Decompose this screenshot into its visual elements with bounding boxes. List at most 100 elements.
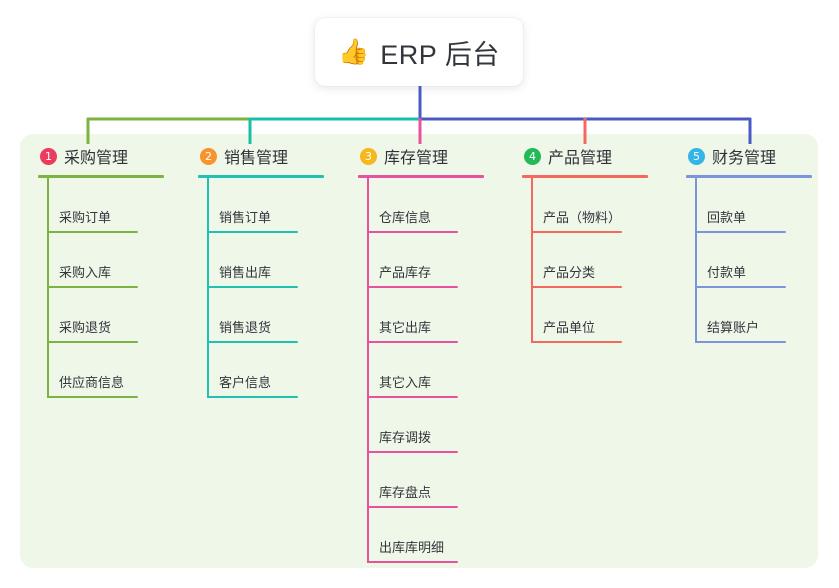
branch-item-label: 产品分类 <box>543 265 596 280</box>
branch-item-underline <box>47 231 138 233</box>
branch-item-underline <box>47 286 138 288</box>
branch-spine <box>367 178 369 563</box>
branch-item-underline <box>531 231 622 233</box>
branch-number-badge: 3 <box>360 147 377 165</box>
branch-item[interactable]: 仓库信息 <box>358 178 518 233</box>
branch-item-underline <box>367 286 458 288</box>
branch-item[interactable]: 付款单 <box>686 233 839 288</box>
branch-item-underline <box>207 231 298 233</box>
branch-item-label: 回款单 <box>707 210 747 225</box>
branch-item-underline <box>367 396 458 398</box>
branch-column: 2 销售管理销售订单销售出库销售退货客户信息 <box>198 134 358 398</box>
branch-column: 3 库存管理仓库信息产品库存其它出库其它入库库存调拨库存盘点出库库明细 <box>358 134 518 563</box>
branch-underline <box>358 175 484 178</box>
branch-underline <box>522 175 648 178</box>
branch-column: 4 产品管理产品（物料） 产品分类产品单位 <box>522 134 682 343</box>
branch-header-5[interactable]: 5 财务管理 <box>686 134 839 178</box>
branch-column: 1 采购管理采购订单采购入库采购退货供应商信息 <box>38 134 198 398</box>
branch-item-underline <box>695 231 786 233</box>
branch-item-underline <box>47 396 138 398</box>
branch-item[interactable]: 库存盘点 <box>358 453 518 508</box>
branch-item[interactable]: 销售退货 <box>198 288 358 343</box>
branch-item[interactable]: 采购退货 <box>38 288 198 343</box>
branch-item-label: 其它出库 <box>379 320 432 335</box>
root-node-content: 👍 ERP 后台 <box>338 33 500 72</box>
branch-item-underline <box>695 286 786 288</box>
branch-item-list: 采购订单采购入库采购退货供应商信息 <box>38 178 198 398</box>
branch-item[interactable]: 出库库明细 <box>358 508 518 563</box>
branch-item-label: 库存盘点 <box>379 485 432 500</box>
branch-title: 库存管理 <box>384 150 449 167</box>
branch-item-underline <box>47 341 138 343</box>
branch-item-label: 客户信息 <box>219 375 272 390</box>
branch-item-label: 产品库存 <box>379 265 432 280</box>
branch-item-list: 销售订单销售出库销售退货客户信息 <box>198 178 358 398</box>
branch-item[interactable]: 库存调拨 <box>358 398 518 453</box>
branch-number-badge: 2 <box>200 147 217 165</box>
branch-item[interactable]: 结算账户 <box>686 288 839 343</box>
content-panel <box>20 134 818 568</box>
branch-item[interactable]: 产品库存 <box>358 233 518 288</box>
branch-item-underline <box>531 341 622 343</box>
branch-number-badge: 5 <box>688 147 705 165</box>
branch-underline <box>686 175 812 178</box>
branch-item[interactable]: 产品（物料） <box>522 178 682 233</box>
root-node[interactable]: 👍 ERP 后台 <box>315 18 523 86</box>
branch-item-list: 产品（物料） 产品分类产品单位 <box>522 178 682 343</box>
branch-item-label: 采购入库 <box>59 265 112 280</box>
branch-title: 财务管理 <box>712 150 777 167</box>
branch-item[interactable]: 产品单位 <box>522 288 682 343</box>
branch-item-label: 销售出库 <box>219 265 272 280</box>
branch-item[interactable]: 产品分类 <box>522 233 682 288</box>
branch-title: 采购管理 <box>64 150 129 167</box>
branch-item-label: 销售退货 <box>219 320 272 335</box>
branch-item-label: 其它入库 <box>379 375 432 390</box>
branch-item[interactable]: 销售订单 <box>198 178 358 233</box>
branch-item[interactable]: 客户信息 <box>198 343 358 398</box>
branch-header-2[interactable]: 2 销售管理 <box>198 134 358 178</box>
branch-item-label: 出库库明细 <box>379 540 445 555</box>
root-node-title: ERP 后台 <box>380 39 500 70</box>
branch-number-badge: 4 <box>524 147 541 165</box>
branch-item-underline <box>207 341 298 343</box>
branch-item-label: 供应商信息 <box>59 375 125 390</box>
branch-item[interactable]: 回款单 <box>686 178 839 233</box>
branch-item-label: 结算账户 <box>707 320 760 335</box>
branch-item-label: 采购订单 <box>59 210 112 225</box>
branch-item[interactable]: 其它入库 <box>358 343 518 398</box>
branch-item-underline <box>207 286 298 288</box>
branch-item[interactable]: 销售出库 <box>198 233 358 288</box>
branch-item-underline <box>695 341 786 343</box>
branch-item-label: 付款单 <box>707 265 747 280</box>
branch-underline <box>198 175 324 178</box>
branch-item[interactable]: 采购订单 <box>38 178 198 233</box>
branch-title: 销售管理 <box>224 150 289 167</box>
branch-item-underline <box>207 396 298 398</box>
thumbs-up-icon: 👍 <box>338 37 370 66</box>
branch-item-label: 采购退货 <box>59 320 112 335</box>
branch-item-underline <box>367 451 458 453</box>
branch-item-underline <box>367 341 458 343</box>
branch-title: 产品管理 <box>548 150 613 167</box>
branch-column: 5 财务管理回款单付款单结算账户 <box>686 134 839 343</box>
branch-item[interactable]: 其它出库 <box>358 288 518 343</box>
branch-item-label: 库存调拨 <box>379 430 432 445</box>
branch-item-label: 产品单位 <box>543 320 596 335</box>
branch-underline <box>38 175 164 178</box>
branch-item-underline <box>367 506 458 508</box>
branch-header-4[interactable]: 4 产品管理 <box>522 134 682 178</box>
branch-spine <box>695 178 697 343</box>
branch-header-1[interactable]: 1 采购管理 <box>38 134 198 178</box>
branch-item[interactable]: 采购入库 <box>38 233 198 288</box>
branch-spine <box>531 178 533 343</box>
branch-item-label: 仓库信息 <box>379 210 432 225</box>
branch-item-label: 产品（物料） <box>543 210 622 225</box>
branch-item-list: 仓库信息产品库存其它出库其它入库库存调拨库存盘点出库库明细 <box>358 178 518 563</box>
branch-item-list: 回款单付款单结算账户 <box>686 178 839 343</box>
branch-number-badge: 1 <box>40 147 57 165</box>
branch-item[interactable]: 供应商信息 <box>38 343 198 398</box>
branch-item-underline <box>531 286 622 288</box>
branch-header-3[interactable]: 3 库存管理 <box>358 134 518 178</box>
branch-item-underline <box>367 561 458 563</box>
